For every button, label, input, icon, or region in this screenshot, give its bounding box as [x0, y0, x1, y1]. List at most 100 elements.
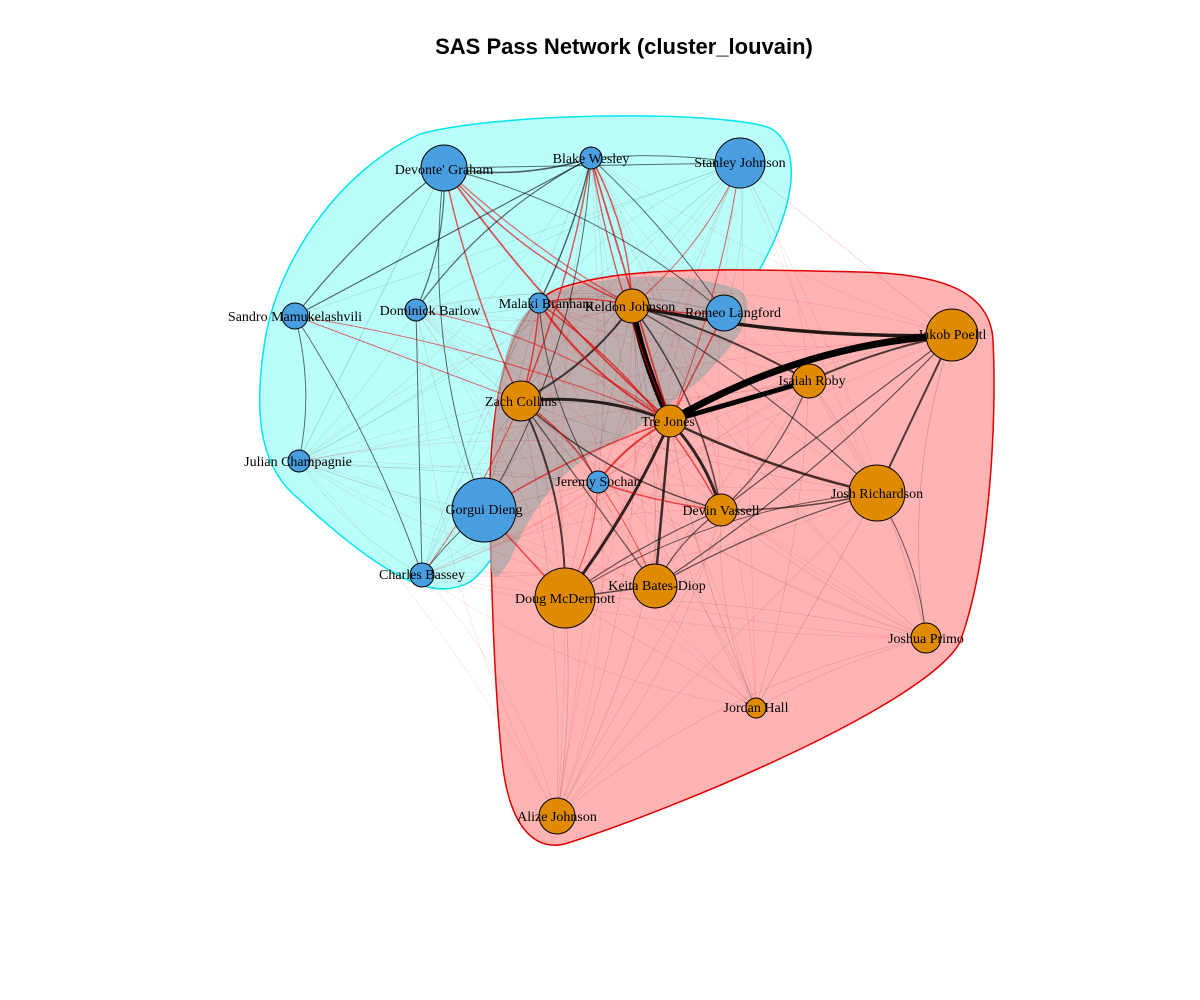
- edge-wesley-primo: [590, 157, 927, 639]
- edge-sjohnson-primo: [739, 162, 927, 639]
- edge-champagnie-primo: [298, 460, 927, 639]
- edge-branham-sochan: [538, 302, 599, 483]
- node-label-branham: Malaki Branham: [499, 297, 594, 312]
- nodes: [281, 137, 979, 835]
- edge-branham-batesdiop: [538, 302, 656, 587]
- edge-barlow-roby: [415, 309, 810, 382]
- edge-primo-hall: [755, 637, 927, 709]
- node-poeltl: [925, 308, 979, 362]
- edge-sjohnson-batesdiop: [654, 162, 741, 587]
- node-langford: [705, 294, 743, 332]
- edge-sochan-richardson: [597, 481, 878, 494]
- edge-jones-poeltl: [668, 331, 953, 425]
- cluster-hulls: [258, 115, 995, 846]
- edge-sjohnson-hall: [739, 162, 757, 709]
- edge-wesley-branham: [538, 157, 592, 304]
- edge-sjohnson-collins: [520, 162, 741, 402]
- edge-barlow-mcdermott: [415, 309, 566, 599]
- edge-sandro-bassey: [294, 315, 423, 576]
- node-label-dieng: Gorgui Dieng: [445, 503, 522, 518]
- node-batesdiop: [632, 563, 678, 609]
- node-label-hall: Jordan Hall: [724, 701, 789, 716]
- edge-sjohnson-richardson: [739, 162, 878, 494]
- edge-sjohnson-branham: [538, 162, 741, 304]
- node-bassey: [409, 562, 435, 588]
- edge-richardson-batesdiop: [654, 492, 878, 587]
- edge-barlow-branham: [415, 302, 540, 315]
- edge-roby-collins: [520, 380, 810, 403]
- edge-champagnie-roby: [298, 380, 810, 462]
- edge-langford-graham: [443, 167, 725, 314]
- edge-champagnie-kjohnson: [298, 305, 633, 462]
- edge-barlow-poeltl: [415, 288, 953, 336]
- edge-barlow-langford: [415, 292, 725, 314]
- edge-wesley-poeltl: [590, 157, 953, 336]
- node-hall: [745, 697, 767, 719]
- edge-champagnie-jones: [298, 420, 671, 468]
- node-label-graham: Devonte' Graham: [395, 163, 494, 178]
- node-vassell: [704, 493, 738, 527]
- edge-branham-poeltl: [538, 302, 953, 347]
- edge-wesley-dieng: [483, 157, 592, 511]
- edge-champagnie-bassey: [298, 460, 423, 576]
- edge-roby-vassell: [720, 380, 810, 511]
- edge-collins-vassell: [520, 400, 722, 511]
- edge-wesley-hall: [590, 157, 757, 709]
- edge-wesley-vassell: [590, 157, 722, 511]
- edge-vassell-branham: [538, 302, 722, 511]
- edge-collins-graham: [443, 167, 522, 402]
- edge-wesley-roby: [590, 157, 810, 382]
- edge-champagnie-vassell: [298, 460, 722, 511]
- edge-kjohnson-mcdermott: [564, 305, 633, 599]
- edge-kjohnson-ajohnson: [556, 305, 637, 817]
- node-label-sochan: Jeremy Sochan: [555, 475, 640, 490]
- edge-sjohnson-dieng: [483, 162, 741, 511]
- edge-barlow-bassey: [415, 309, 423, 576]
- edge-collins-primo: [520, 400, 927, 639]
- edge-bassey-primo: [421, 574, 927, 639]
- edge-sochan-roby: [597, 380, 810, 483]
- edge-kjohnson-richardson: [631, 305, 878, 494]
- edge-roby-ajohnson: [556, 380, 810, 817]
- edge-kjohnson-primo: [631, 305, 927, 639]
- edge-bassey-ajohnson: [421, 574, 558, 817]
- edge-graham-kjohnson: [443, 167, 633, 307]
- node-sandro: [281, 302, 309, 330]
- node-richardson: [848, 464, 906, 522]
- edge-champagnie-sochan: [298, 460, 599, 483]
- edge-champagnie-poeltl: [298, 334, 953, 462]
- edge-sandro-jones: [294, 315, 671, 422]
- edge-bassey-hall: [421, 574, 757, 709]
- edge-sjohnson-poeltl: [739, 162, 953, 336]
- node-label-kjohnson: Keldon Johnson: [585, 300, 676, 315]
- node-label-sjohnson: Stanley Johnson: [694, 156, 785, 171]
- edge-branham-roby: [538, 302, 810, 382]
- edge-branham-bassey: [421, 302, 540, 576]
- node-wesley: [579, 146, 603, 170]
- edge-richardson-ajohnson: [556, 492, 878, 817]
- edge-wesley-bassey: [421, 157, 592, 576]
- edge-barlow-hall: [415, 309, 757, 709]
- edge-kjohnson-batesdiop: [631, 305, 657, 587]
- edge-kjohnson-graham: [443, 167, 633, 307]
- node-label-ajohnson: Alize Johnson: [517, 810, 597, 825]
- edge-barlow-jones: [415, 309, 671, 422]
- edge-champagnie-richardson: [298, 440, 878, 494]
- edge-bassey-richardson: [421, 492, 878, 577]
- edge-bassey-poeltl: [421, 334, 953, 576]
- edge-barlow-champagnie: [298, 309, 417, 462]
- edge-kjohnson-hall: [631, 305, 757, 709]
- edge-sochan-primo: [597, 481, 927, 639]
- node-label-batesdiop: Keita Bates-Diop: [608, 579, 706, 594]
- node-label-wesley: Blake Wesley: [553, 152, 630, 167]
- node-label-poeltl: Jakob Poeltl: [918, 328, 987, 343]
- chart-title: SAS Pass Network (cluster_louvain): [435, 34, 813, 59]
- edge-poeltl-batesdiop: [654, 334, 953, 587]
- cluster-overlap: [489, 276, 748, 578]
- edge-vassell-hall: [719, 509, 757, 709]
- edge-wesley-barlow: [415, 157, 592, 311]
- edge-branham-champagnie: [298, 302, 540, 462]
- node-primo: [910, 622, 942, 654]
- edge-roby-mcdermott: [564, 380, 810, 599]
